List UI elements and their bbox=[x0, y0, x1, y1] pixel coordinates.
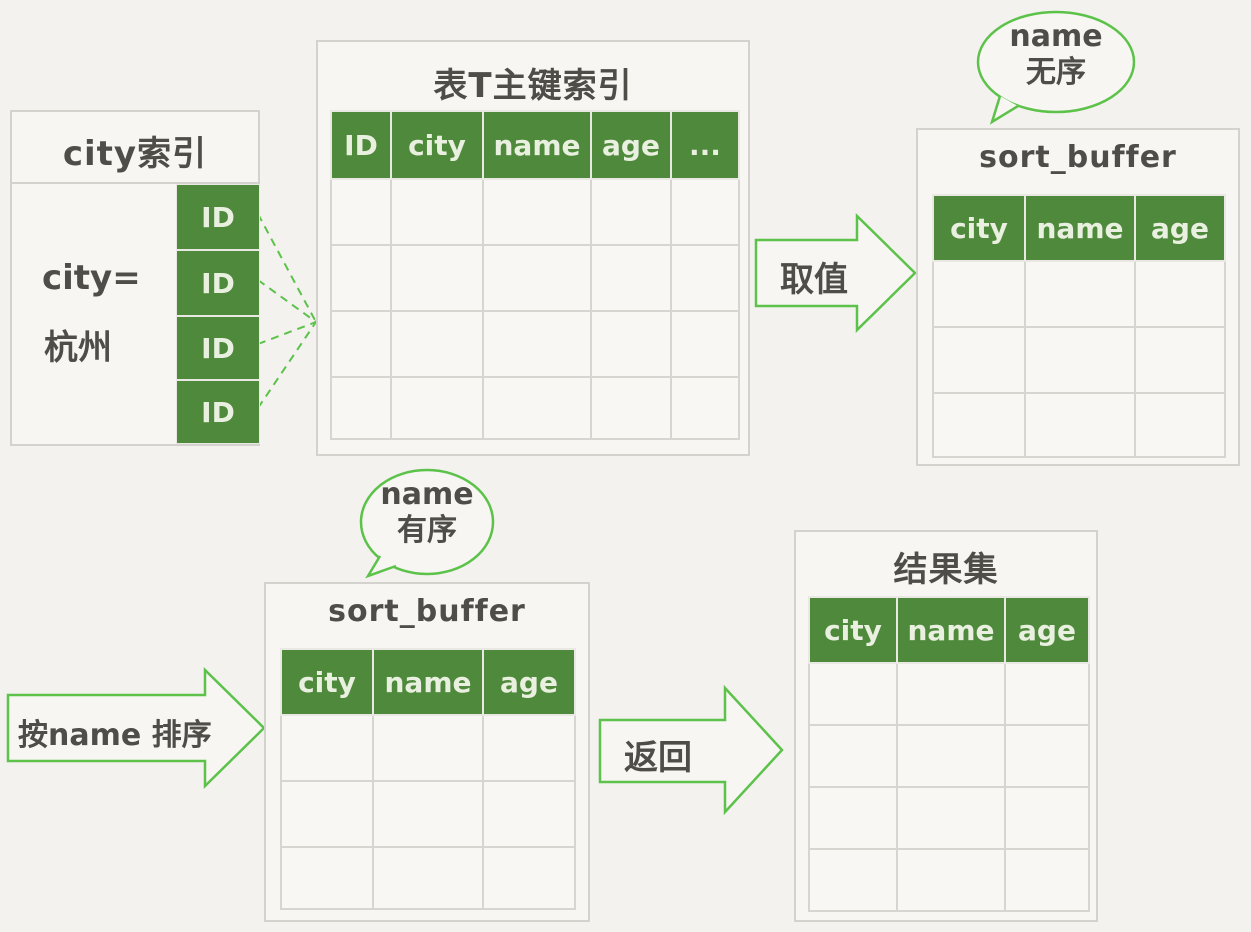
column-header: age bbox=[1134, 194, 1226, 262]
column-header: name bbox=[482, 110, 592, 180]
result-set-table: city name age bbox=[808, 596, 1090, 912]
column-header: city bbox=[280, 648, 374, 716]
column-header: ID bbox=[330, 110, 392, 180]
column-header: city bbox=[390, 110, 484, 180]
id-pointer-lines bbox=[257, 213, 317, 409]
bubble-sorted-line2: 有序 bbox=[397, 513, 457, 548]
speech-bubble-sorted bbox=[359, 468, 495, 579]
sort-buffer-title: sort_buffer bbox=[979, 140, 1177, 175]
id-cell: ID bbox=[176, 250, 260, 316]
column-header: ... bbox=[670, 110, 740, 180]
sort-buffer-title: sort_buffer bbox=[328, 594, 526, 629]
return-arrow-label: 返回 bbox=[624, 738, 692, 778]
bubble-sorted-line1: name bbox=[380, 477, 474, 512]
column-header: name bbox=[896, 596, 1006, 664]
speech-bubble-unsorted bbox=[976, 10, 1136, 125]
fetch-arrow-label: 取值 bbox=[780, 260, 848, 300]
sort-arrow-label: 按name 排序 bbox=[18, 718, 212, 753]
column-header: age bbox=[590, 110, 672, 180]
primary-index-table: ID city name age ... bbox=[330, 110, 740, 440]
city-index-title: city索引 bbox=[62, 134, 208, 174]
column-header: name bbox=[1024, 194, 1136, 262]
id-cell: ID bbox=[176, 380, 260, 444]
sort-buffer-sorted-table: city name age bbox=[280, 648, 576, 910]
city-index-panel: city索引 city= 杭州 ID ID ID ID bbox=[10, 110, 260, 446]
primary-index-title: 表T主键索引 bbox=[433, 66, 633, 106]
bubble-unsorted-line2: 无序 bbox=[1026, 55, 1086, 90]
column-header: city bbox=[932, 194, 1026, 262]
sort-buffer-sorted-panel: sort_buffer city name age bbox=[264, 582, 590, 922]
condition-line2: 杭州 bbox=[44, 328, 112, 368]
column-header: city bbox=[808, 596, 898, 664]
column-header: name bbox=[372, 648, 484, 716]
return-arrow bbox=[598, 684, 784, 816]
sort-buffer-unsorted-panel: sort_buffer city name age bbox=[916, 128, 1240, 466]
sort-buffer-unsorted-table: city name age bbox=[932, 194, 1226, 458]
column-header: age bbox=[1004, 596, 1090, 664]
condition-line1: city= bbox=[42, 258, 141, 298]
sort-arrow bbox=[6, 667, 266, 789]
id-cell: ID bbox=[176, 316, 260, 380]
result-set-panel: 结果集 city name age bbox=[794, 530, 1098, 922]
primary-index-panel: 表T主键索引 ID city name age ... bbox=[316, 40, 750, 456]
column-header: age bbox=[482, 648, 576, 716]
fetch-arrow bbox=[754, 213, 917, 333]
result-set-title: 结果集 bbox=[893, 550, 999, 590]
bubble-unsorted-line1: name bbox=[1009, 19, 1103, 54]
id-cell: ID bbox=[176, 184, 260, 250]
